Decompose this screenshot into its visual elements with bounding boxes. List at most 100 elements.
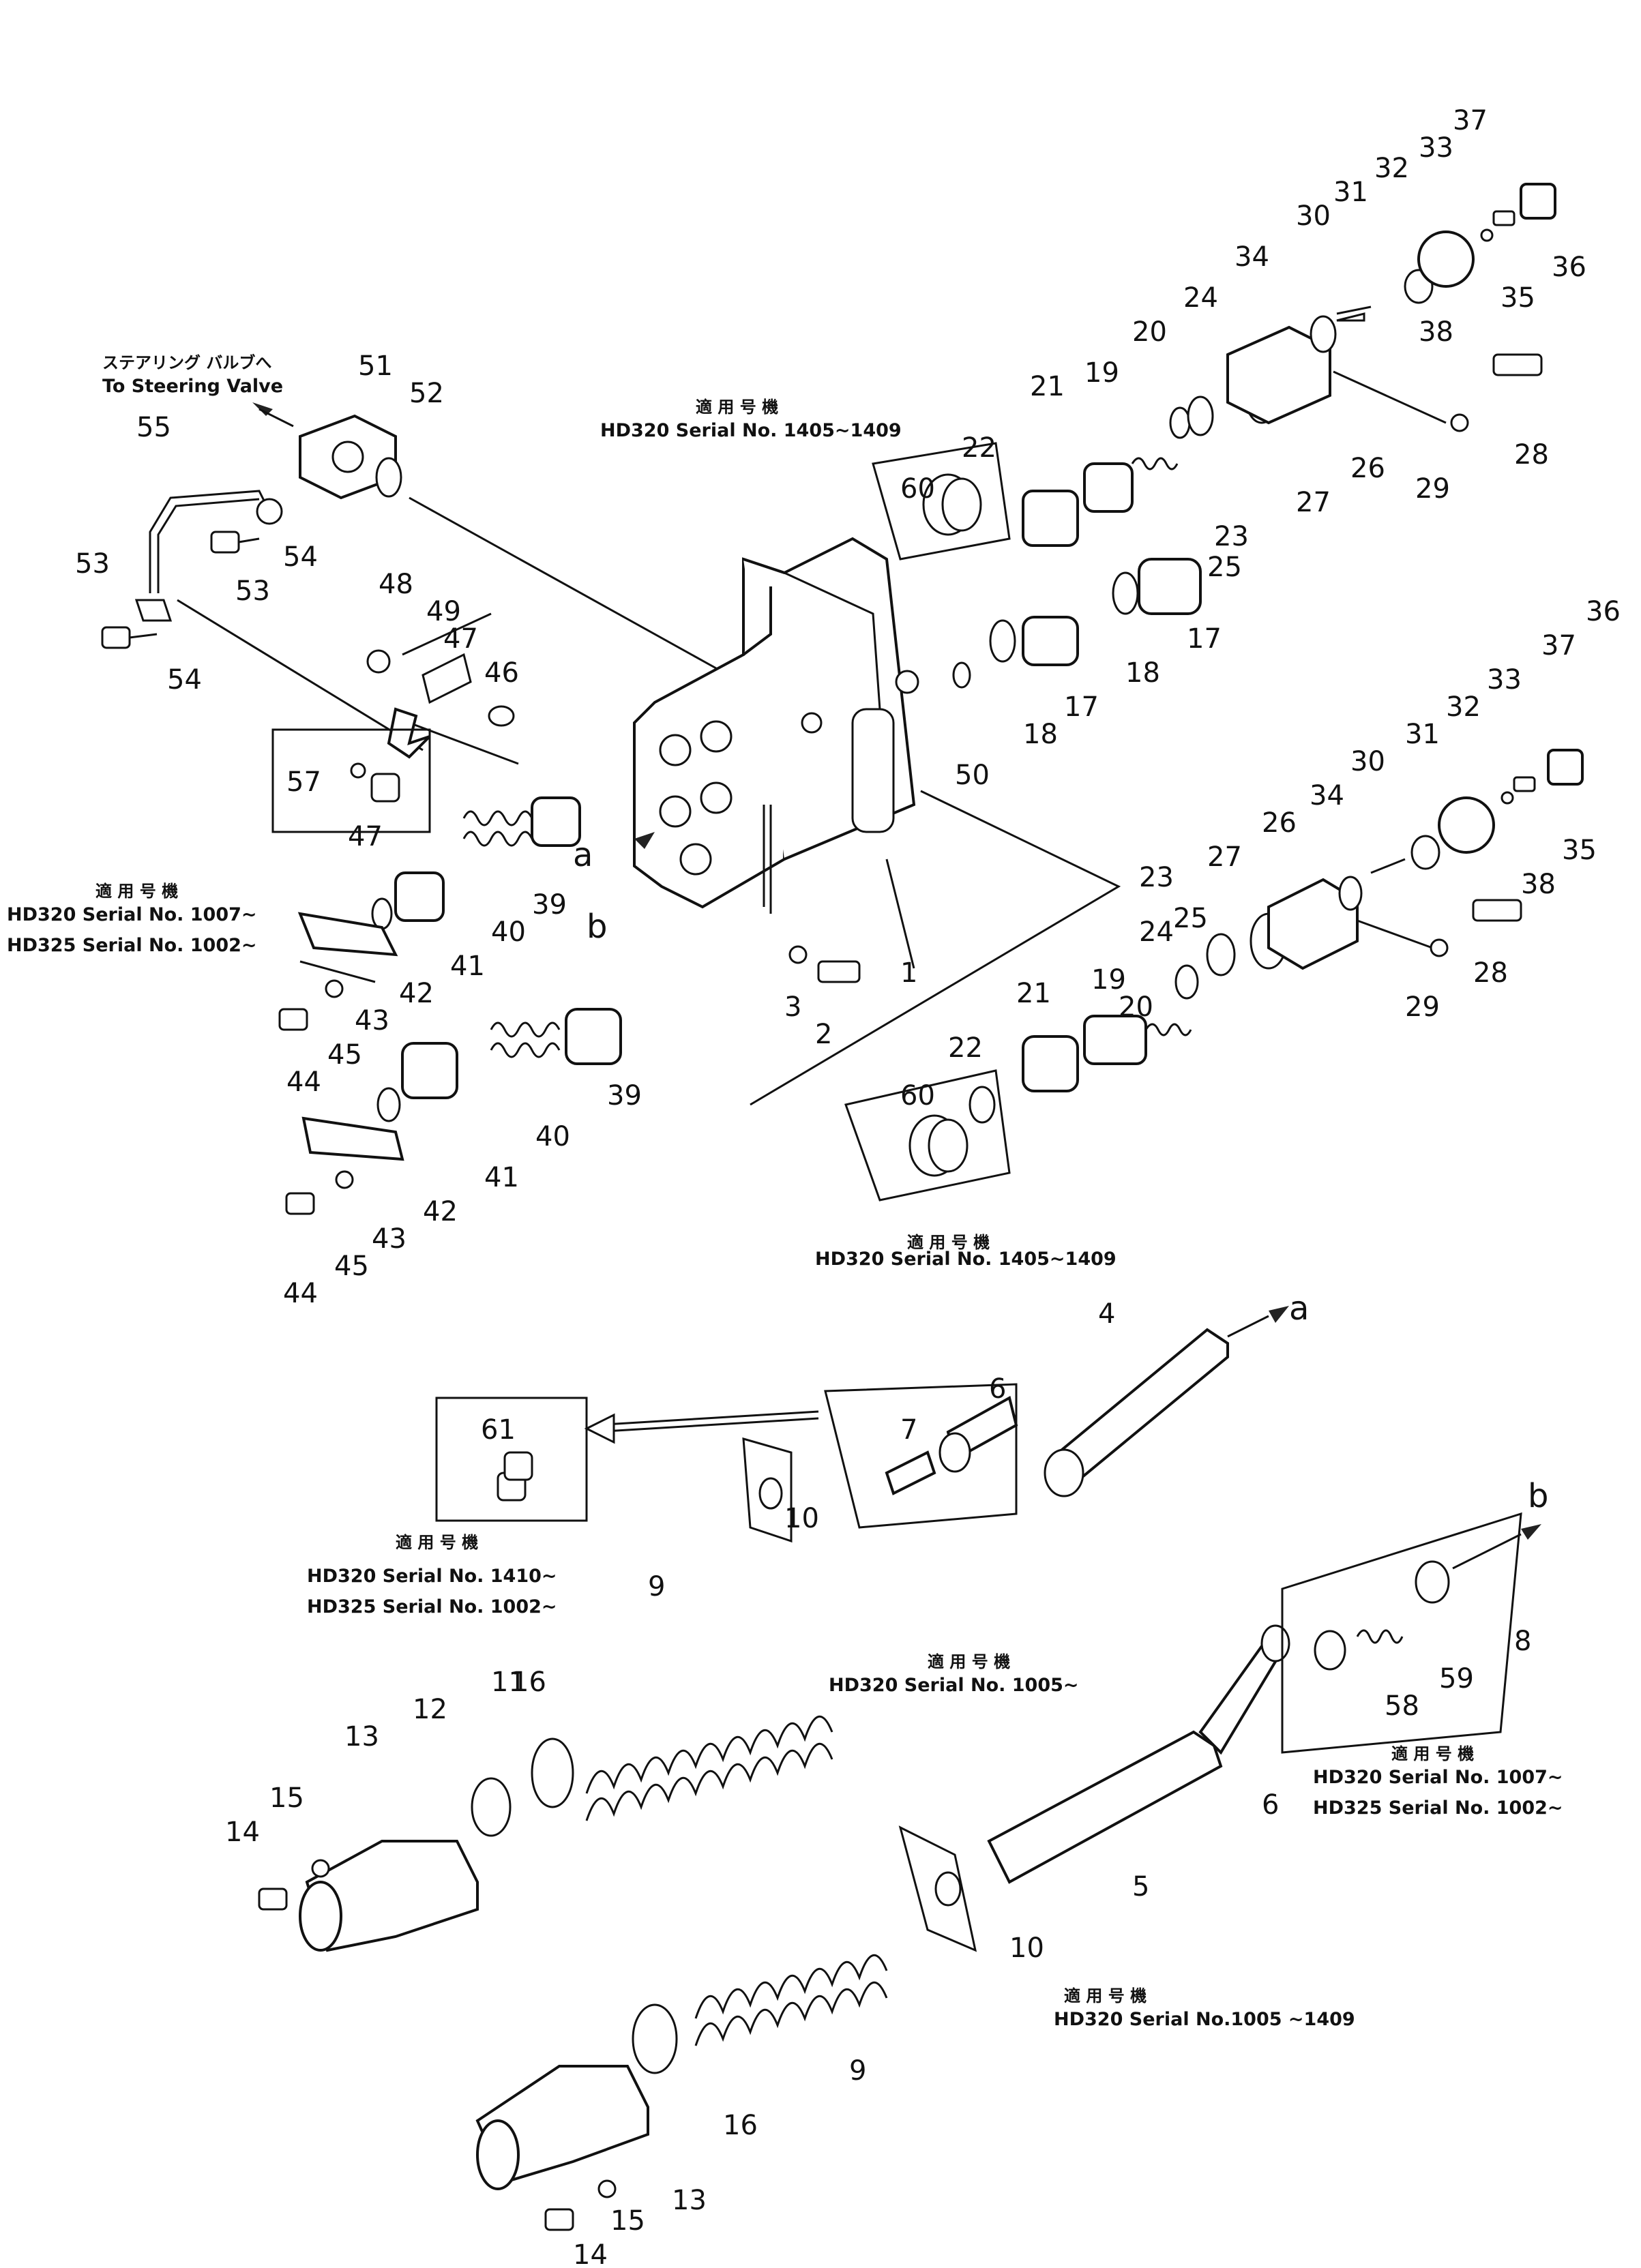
part-number: 41 (484, 1162, 519, 1193)
part-number: 36 (1552, 252, 1586, 283)
part-number: 16 (723, 2110, 758, 2141)
note-serial-range: HD325 Serial No. 1002~ (7, 935, 257, 956)
part-number: 6 (989, 1373, 1006, 1405)
note-serial-range: HD325 Serial No. 1002~ (307, 1596, 557, 1617)
part-number: 38 (1521, 869, 1556, 900)
flow-marker-a: a (573, 836, 593, 874)
part-number: 18 (1125, 657, 1160, 689)
orifice-parts (271, 612, 519, 833)
part-number: 11 (491, 1667, 526, 1698)
note-serial-range: HD320 Serial No. 1410~ (307, 1566, 557, 1587)
part-number: 28 (1514, 439, 1549, 471)
part-number: 37 (1453, 105, 1488, 136)
part-number: 27 (1296, 487, 1331, 518)
part-number: 14 (225, 1817, 260, 1848)
part-number: 10 (1009, 1933, 1044, 1964)
part-number: 34 (1310, 780, 1344, 811)
part-number: 16 (512, 1667, 546, 1698)
part-number: 17 (1064, 691, 1099, 723)
part-number: 10 (784, 1503, 819, 1534)
part-number: 22 (962, 432, 996, 464)
part-number: 44 (286, 1066, 321, 1098)
note-steering-jp: ステアリング バルブへ (102, 353, 271, 372)
spring-and-cap-upper (258, 1716, 833, 1952)
part-number: 19 (1084, 357, 1119, 389)
arrow-icon (634, 832, 655, 849)
part-number: 20 (1132, 316, 1167, 348)
part-number: 39 (532, 889, 567, 921)
note-steering-en: To Steering Valve (102, 376, 283, 397)
note-applicable-label: 適 用 号 機 (396, 1533, 478, 1552)
part-number: 33 (1419, 132, 1453, 164)
part-number: 15 (269, 1782, 304, 1814)
left-piston-set-lower (285, 1008, 622, 1215)
part-number: 5 (1132, 1871, 1149, 1903)
part-number: 25 (1207, 552, 1242, 583)
part-number: 30 (1350, 746, 1385, 777)
leader-line (750, 790, 1121, 1106)
part-number: 2 (815, 1019, 832, 1050)
steering-pipe-assembly (101, 402, 717, 751)
part-number: 28 (1473, 957, 1508, 989)
part-number: 60 (900, 1080, 935, 1111)
part-number: 23 (1214, 521, 1249, 552)
part-number: 20 (1119, 991, 1153, 1023)
part-number: 53 (235, 576, 270, 607)
flow-marker-b: b (1528, 1477, 1548, 1515)
part-number: 18 (1023, 719, 1058, 750)
part-number: 15 (610, 2205, 645, 2237)
note-applicable-label: 適 用 号 機 (696, 398, 778, 417)
part-number: 57 (286, 766, 321, 798)
part-number-labels: 1 2 3 4 5 6 6 7 8 9 9 10 10 11 12 13 13 … (75, 105, 1621, 2268)
part-number: 40 (535, 1121, 570, 1152)
spool-5-assembly (898, 1512, 1541, 1952)
part-number: 32 (1374, 153, 1409, 184)
part-number: 37 (1541, 630, 1576, 661)
flow-marker-b: b (587, 908, 607, 946)
left-piston-set-upper (278, 796, 581, 1031)
notes: ステアリング バルブへ To Steering Valve 適 用 号 機 HD… (7, 353, 1563, 2030)
part-number: 32 (1446, 691, 1481, 723)
part-number: 48 (379, 569, 413, 600)
part-number: 51 (358, 350, 393, 382)
part-number: 45 (327, 1039, 362, 1071)
note-serial-range: HD320 Serial No. 1007~ (7, 904, 257, 925)
part-number: 13 (344, 1721, 379, 1752)
bolt (817, 960, 861, 983)
spool-4-assembly (435, 1306, 1289, 1543)
part-number: 31 (1333, 177, 1368, 208)
part-number: 30 (1296, 200, 1331, 232)
part-number: 26 (1350, 453, 1385, 484)
part-number: 61 (481, 1414, 516, 1446)
part-number: 34 (1235, 241, 1269, 273)
part-number: 14 (573, 2239, 608, 2268)
part-number: 26 (1262, 807, 1297, 839)
part-number: 46 (484, 657, 519, 689)
part-number: 36 (1586, 596, 1621, 627)
note-serial-range: HD320 Serial No.1005 ~1409 (1054, 2009, 1355, 2030)
part-number: 47 (443, 623, 478, 655)
part-number: 52 (409, 378, 444, 409)
relief-valve-upper (872, 183, 1556, 689)
part-number: 24 (1139, 916, 1174, 948)
part-number: 53 (75, 548, 110, 580)
note-applicable-label: 適 用 号 機 (1391, 1744, 1474, 1763)
part-number: 54 (167, 664, 202, 696)
part-number: 9 (648, 1571, 665, 1602)
valve-body (633, 537, 919, 914)
flow-marker-a: a (1289, 1289, 1309, 1328)
part-number: 50 (955, 760, 990, 791)
note-serial-range: HD320 Serial No. 1405~1409 (815, 1249, 1117, 1270)
part-number: 60 (900, 473, 935, 505)
part-number: 17 (1187, 623, 1222, 655)
part-number: 29 (1415, 473, 1450, 505)
part-number: 59 (1439, 1663, 1474, 1695)
part-number: 42 (423, 1196, 458, 1227)
note-applicable-label: 適 用 号 機 (1064, 1986, 1147, 2005)
part-number: 35 (1562, 835, 1597, 866)
note-serial-range: HD320 Serial No. 1405~1409 (600, 420, 902, 441)
part-number: 31 (1405, 719, 1440, 750)
note-applicable-label: 適 用 号 機 (907, 1233, 990, 1252)
part-number: 23 (1139, 862, 1174, 893)
